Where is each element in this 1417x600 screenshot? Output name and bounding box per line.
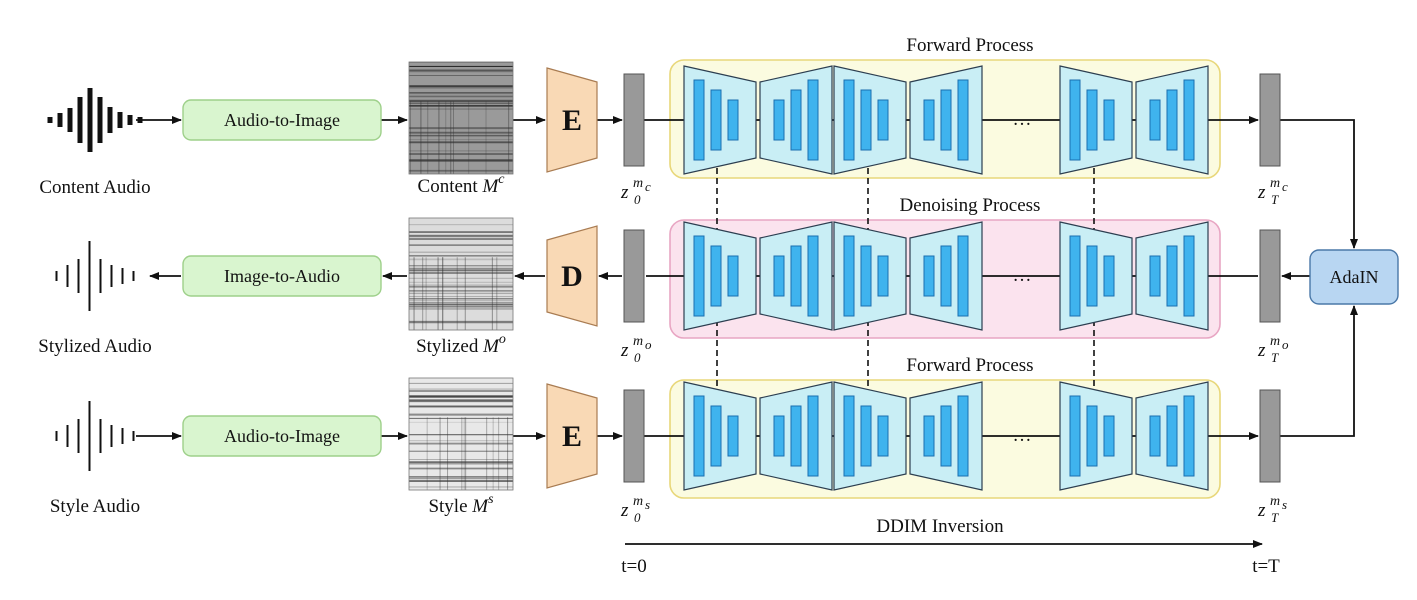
adain-connector-top bbox=[1280, 119, 1358, 249]
encoder-block: E bbox=[546, 383, 598, 489]
coder-letter: E bbox=[562, 104, 582, 137]
process-title: Forward Process bbox=[906, 355, 1033, 376]
svg-text:z: z bbox=[620, 182, 629, 203]
unet-down-block bbox=[833, 381, 907, 491]
sparse-waveform-icon bbox=[55, 401, 135, 471]
svg-text:s: s bbox=[645, 497, 650, 512]
converter-label: Audio-to-Image bbox=[224, 110, 340, 130]
svg-text:c: c bbox=[1282, 179, 1288, 194]
svg-text:m: m bbox=[1270, 176, 1280, 191]
audio-label: Stylized Audio bbox=[38, 336, 151, 357]
converter-box: Image-to-Audio bbox=[182, 255, 382, 297]
ellipsis: … bbox=[1013, 109, 1032, 130]
svg-text:Style Ms: Style Ms bbox=[428, 492, 494, 517]
svg-text:m: m bbox=[1270, 334, 1280, 349]
converter-label: Audio-to-Image bbox=[224, 426, 340, 446]
svg-text:m: m bbox=[1270, 494, 1280, 509]
svg-text:z: z bbox=[620, 500, 629, 521]
unet-down-block bbox=[683, 381, 757, 491]
adain-label: AdaIN bbox=[1330, 267, 1379, 287]
unet-up-block bbox=[909, 221, 983, 331]
svg-text:m: m bbox=[633, 494, 643, 509]
svg-text:o: o bbox=[1282, 337, 1289, 352]
latent-zT bbox=[1259, 229, 1281, 323]
coder-letter: E bbox=[562, 420, 582, 453]
unet-down-block bbox=[1059, 221, 1133, 331]
unet-up-block bbox=[759, 221, 833, 331]
latent-z0 bbox=[623, 229, 645, 323]
svg-text:z: z bbox=[1257, 500, 1266, 521]
svg-text:z: z bbox=[1257, 340, 1266, 361]
svg-text:Stylized Mo: Stylized Mo bbox=[416, 332, 506, 357]
unet-up-block bbox=[909, 65, 983, 175]
unet-down-block bbox=[1059, 65, 1133, 175]
audio-label: Content Audio bbox=[39, 177, 150, 198]
svg-text:0: 0 bbox=[634, 350, 641, 365]
svg-text:z: z bbox=[1257, 182, 1266, 203]
mel-label: Content Mc bbox=[418, 172, 506, 197]
unet-down-block bbox=[833, 221, 907, 331]
mel-spectrogram bbox=[408, 377, 514, 491]
adain-connector-bottom bbox=[1280, 305, 1358, 437]
dense-waveform-icon bbox=[47, 88, 143, 152]
adain-block: AdaIN bbox=[1309, 249, 1399, 305]
decoder-block: D bbox=[546, 225, 598, 327]
latent-zT bbox=[1259, 389, 1281, 483]
latent-z0 bbox=[623, 389, 645, 483]
mel-spectrogram bbox=[408, 61, 514, 175]
svg-text:Content Mc: Content Mc bbox=[418, 172, 506, 197]
process-title: Denoising Process bbox=[900, 195, 1041, 216]
mel-spectrogram bbox=[408, 217, 514, 331]
unet-up-block bbox=[909, 381, 983, 491]
sparse-waveform-icon bbox=[55, 241, 135, 311]
converter-box: Audio-to-Image bbox=[182, 99, 382, 141]
latent-zT bbox=[1259, 73, 1281, 167]
coder-letter: D bbox=[561, 260, 583, 293]
svg-text:c: c bbox=[645, 179, 651, 194]
unet-down-block bbox=[1059, 381, 1133, 491]
ellipsis: … bbox=[1013, 265, 1032, 286]
svg-text:T: T bbox=[1271, 350, 1279, 365]
svg-text:m: m bbox=[633, 176, 643, 191]
audio-label: Style Audio bbox=[50, 496, 140, 517]
unet-down-block bbox=[833, 65, 907, 175]
encoder-block: E bbox=[546, 67, 598, 173]
ellipsis: … bbox=[1013, 425, 1032, 446]
svg-text:T: T bbox=[1271, 510, 1279, 525]
timeline-label: DDIM Inversion bbox=[876, 516, 1004, 537]
unet-up-block bbox=[1135, 65, 1209, 175]
latent-z0 bbox=[623, 73, 645, 167]
timeline-start: t=0 bbox=[621, 556, 647, 577]
unet-up-block bbox=[1135, 381, 1209, 491]
process-title: Forward Process bbox=[906, 35, 1033, 56]
svg-text:T: T bbox=[1271, 192, 1279, 207]
svg-text:o: o bbox=[645, 337, 652, 352]
svg-text:m: m bbox=[633, 334, 643, 349]
mel-label: Style Ms bbox=[428, 492, 494, 517]
converter-label: Image-to-Audio bbox=[224, 266, 340, 286]
unet-up-block bbox=[1135, 221, 1209, 331]
mel-label: Stylized Mo bbox=[416, 332, 506, 357]
svg-text:z: z bbox=[620, 340, 629, 361]
unet-down-block bbox=[683, 65, 757, 175]
converter-box: Audio-to-Image bbox=[182, 415, 382, 457]
unet-up-block bbox=[759, 65, 833, 175]
timeline-end: t=T bbox=[1252, 556, 1280, 577]
svg-text:0: 0 bbox=[634, 510, 641, 525]
unet-down-block bbox=[683, 221, 757, 331]
svg-text:0: 0 bbox=[634, 192, 641, 207]
svg-text:s: s bbox=[1282, 497, 1287, 512]
unet-up-block bbox=[759, 381, 833, 491]
